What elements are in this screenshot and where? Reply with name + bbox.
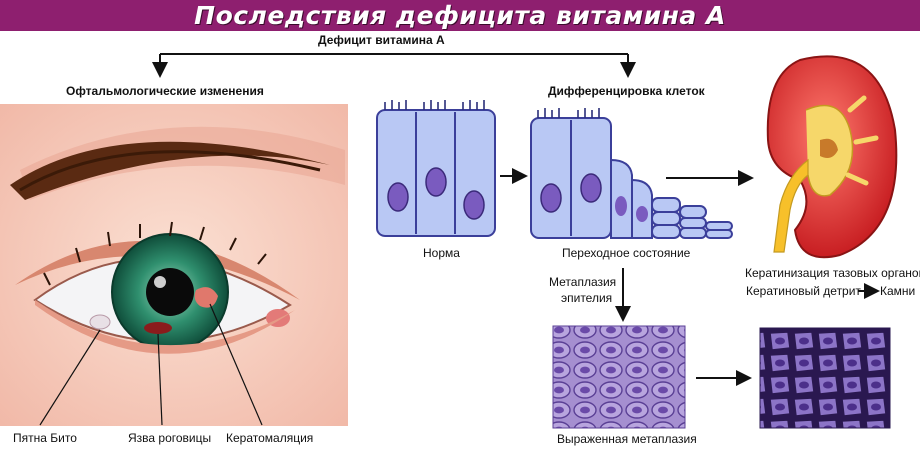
severe-label: Выраженная метаплазия [557,432,697,446]
normal-cells [376,100,496,237]
transitional-cells [530,108,733,239]
normal-label: Норма [423,246,460,260]
keratomalacia-label: Кератомаляция [226,431,314,445]
severe-metaplasia-tissue [759,327,891,429]
kidney-label-1: Кератинизация тазовых органов [745,266,920,280]
transition-label: Переходное состояние [562,246,691,260]
ulcer-label: Язва роговицы [128,431,212,445]
metaplasia-label-1: Метаплазия [549,275,617,289]
page-title: Последствия дефицита витамина А [194,1,726,30]
metaplasia-label-2: эпителия [561,291,613,305]
root-connector [152,53,636,78]
eye-branch-label: Офтальмологические изменения [66,84,264,98]
title-banner [0,0,920,31]
eye-illustration [0,104,348,426]
kidney-label-3: Камни [880,284,916,298]
bitot-label: Пятна Бито [13,431,77,445]
root-label: Дефицит витамина А [318,33,445,47]
cells-branch-label: Дифференцировка клеток [548,84,705,98]
metaplasia-tissue [552,325,686,429]
kidney-illustration [766,55,898,259]
kidney-label-2: Кератиновый детрит [746,284,861,298]
